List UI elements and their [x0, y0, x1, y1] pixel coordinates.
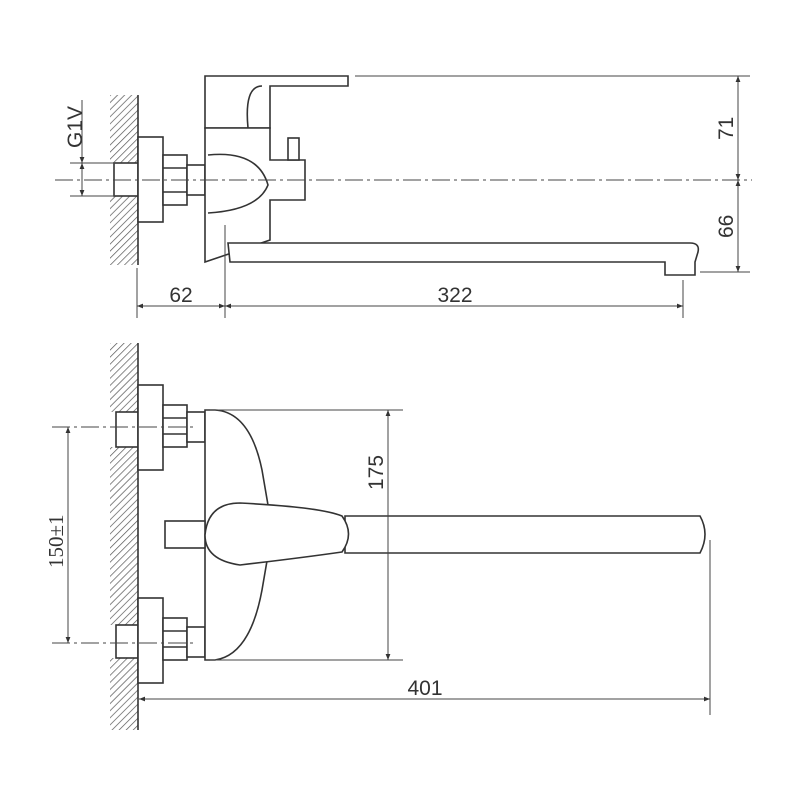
faucet-body-side: [204, 75, 700, 318]
dimension-total-length: 401: [139, 540, 711, 715]
dimension-thread: G1V: [64, 100, 115, 197]
front-view: 175 150±1 401: [44, 343, 711, 730]
wall-hatch: [110, 95, 139, 265]
label-height-lower: 66: [715, 215, 738, 238]
wall-hatch-front: [110, 343, 139, 730]
label-thread: G1V: [64, 106, 87, 148]
label-inlet-spacing: 150±1: [44, 514, 68, 568]
dimension-body-height: 175: [210, 409, 403, 661]
side-view: G1V 71 66 62 322: [55, 75, 752, 318]
inlet-lower: [115, 597, 206, 684]
dimension-reach: 62 322: [136, 268, 684, 318]
label-body-height: 175: [365, 455, 388, 490]
label-height-upper: 71: [715, 117, 738, 140]
faucet-body-front: [164, 409, 706, 661]
label-total-length: 401: [407, 677, 442, 700]
dimension-inlet-spacing: 150±1: [44, 427, 71, 643]
dimension-heights: 71 66: [355, 75, 750, 273]
label-wall-offset: 62: [169, 284, 192, 307]
label-spout-reach: 322: [437, 284, 472, 307]
